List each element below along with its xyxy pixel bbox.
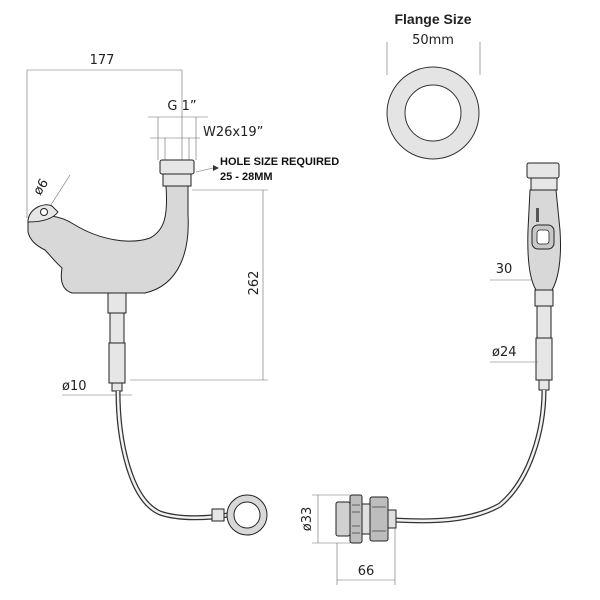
dim-w26x19-label: W26x19” [203, 125, 263, 140]
bottom-coupling [335, 494, 397, 544]
drain-coupling [211, 494, 268, 536]
dim-d10-label: ø10 [62, 379, 87, 394]
dim-66-label: 66 [358, 564, 375, 579]
left-hose [115, 390, 229, 521]
right-hose [394, 389, 547, 524]
hole-size-arrow [195, 165, 219, 173]
dim-177-label: 177 [90, 53, 115, 68]
dimension-w26x19 [150, 137, 200, 160]
dimension-66 [336, 528, 396, 585]
dim-d6-label: ø6 [31, 176, 52, 198]
side-view-head [526, 162, 561, 391]
dimension-d33 [312, 494, 350, 544]
dim-d33-label: ø33 [300, 507, 315, 532]
dimension-177 [26, 69, 183, 218]
dimension-g1 [148, 116, 208, 160]
spout-body [27, 159, 195, 392]
dim-d24-label: ø24 [492, 345, 517, 360]
dim-30-label: 30 [496, 262, 513, 277]
hole-size-note-line1: HOLE SIZE REQUIRED [220, 156, 339, 168]
flange-diagram [386, 42, 481, 160]
dimension-262 [130, 189, 268, 381]
dim-262-label: 262 [247, 271, 262, 296]
hole-size-note-line2: 25 - 28MM [220, 171, 273, 183]
flange-title: Flange Size [394, 11, 471, 27]
dim-g1-label: G 1” [167, 99, 196, 114]
flange-size-label: 50mm [412, 33, 454, 48]
